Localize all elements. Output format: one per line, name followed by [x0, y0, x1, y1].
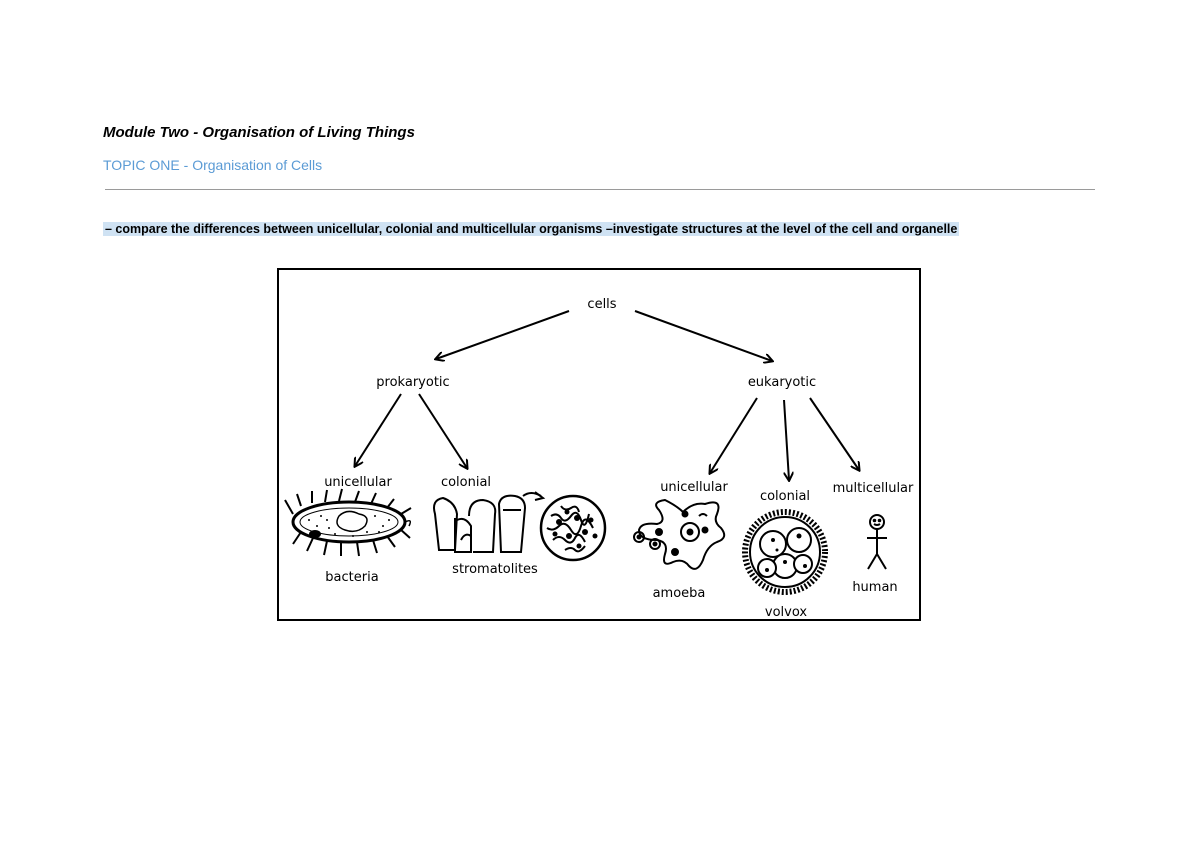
label-eukaryotic: eukaryotic	[748, 375, 816, 390]
label-volvox: volvox	[765, 605, 808, 619]
arrow-cells-to-eukaryotic	[634, 310, 772, 361]
arrow-prokaryotic-to-colonial	[418, 393, 467, 468]
arrow-eukaryotic-to-colonial	[783, 399, 789, 480]
label-eukaryotic-unicellular: unicellular	[660, 480, 728, 495]
label-bacteria: bacteria	[325, 570, 378, 585]
arrow-cells-to-prokaryotic	[436, 310, 570, 359]
bacteria-illustration	[284, 488, 412, 557]
label-prokaryotic: prokaryotic	[376, 375, 449, 390]
label-eukaryotic-multicellular: multicellular	[833, 481, 914, 496]
stromatolites-illustration	[433, 491, 546, 553]
stromatolite-closeup-icon	[539, 494, 607, 562]
label-eukaryotic-colonial: colonial	[760, 489, 810, 504]
cell-organisation-diagram: cells prokaryotic eukaryotic unicellular…	[277, 268, 921, 621]
label-stromatolites: stromatolites	[452, 562, 538, 577]
label-cells: cells	[587, 297, 616, 312]
label-prokaryotic-unicellular: unicellular	[324, 475, 392, 490]
horizontal-divider	[105, 189, 1095, 190]
arrow-eukaryotic-to-multicellular	[809, 397, 859, 470]
module-title: Module Two - Organisation of Living Thin…	[103, 124, 415, 141]
amoeba-illustration	[633, 498, 726, 570]
label-amoeba: amoeba	[653, 586, 706, 601]
arrow-eukaryotic-to-unicellular	[710, 397, 758, 473]
arrow-prokaryotic-to-unicellular	[355, 393, 402, 466]
syllabus-outcome: – compare the differences between unicel…	[103, 222, 960, 236]
topic-title: TOPIC ONE - Organisation of Cells	[103, 157, 323, 173]
label-prokaryotic-colonial: colonial	[441, 475, 491, 490]
volvox-illustration	[742, 509, 828, 595]
human-stick-figure-icon	[867, 514, 887, 570]
diagram-canvas: cells prokaryotic eukaryotic unicellular…	[284, 297, 914, 619]
label-human: human	[852, 580, 897, 595]
